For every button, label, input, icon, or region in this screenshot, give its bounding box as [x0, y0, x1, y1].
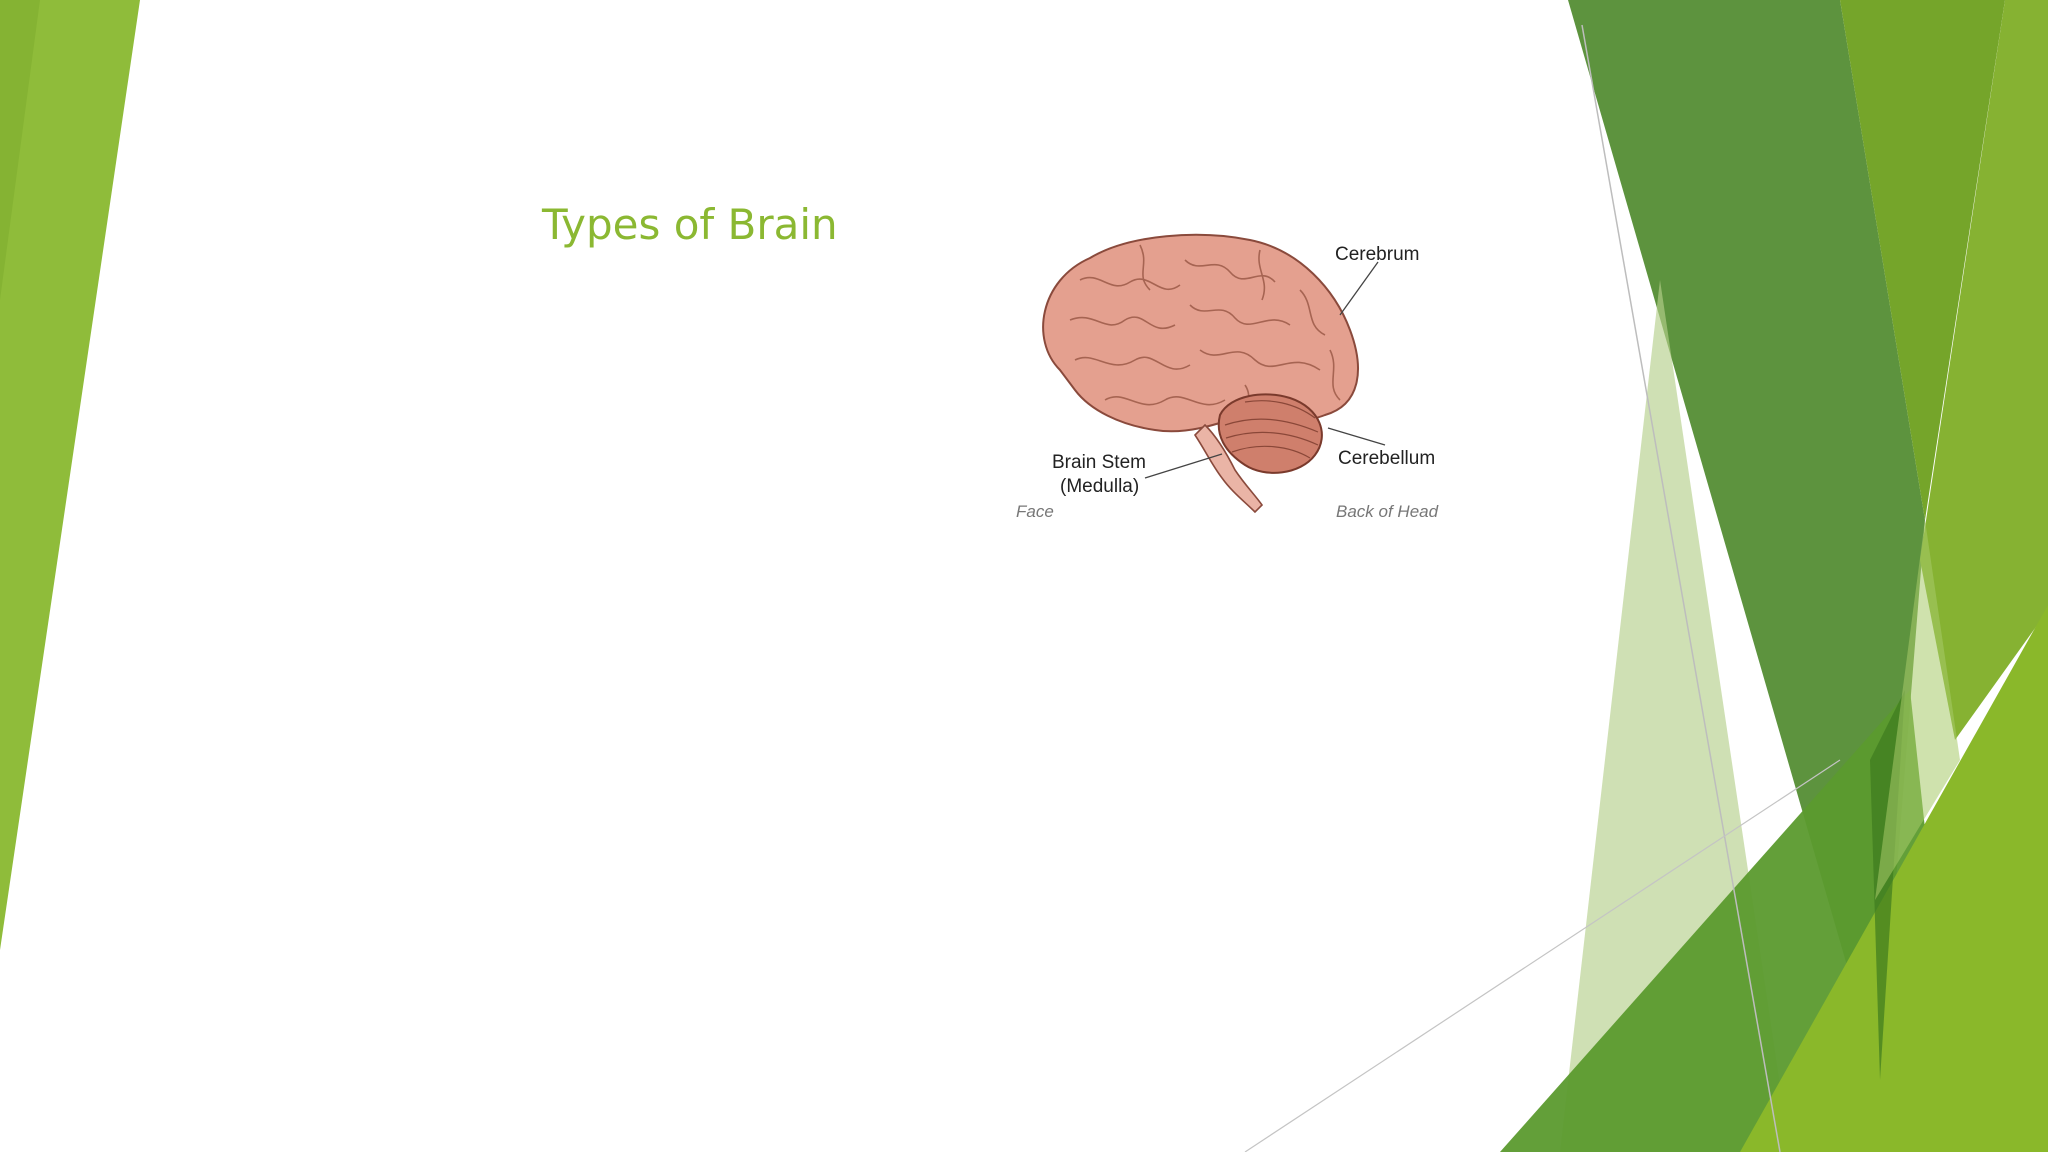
cerebellum-lines	[1224, 400, 1319, 459]
thin-diagonal-line-2	[1244, 759, 1841, 1152]
label-cerebrum: Cerebrum	[1335, 244, 1419, 265]
thin-diagonal-line-1	[1581, 24, 1781, 1152]
brain-stem-shape	[1193, 423, 1264, 514]
cerebrum-leader-line	[1339, 261, 1379, 316]
cerebellum-leader-line	[1327, 427, 1386, 446]
left-green-band-shade	[0, 0, 40, 300]
label-medulla: (Medulla)	[1060, 476, 1139, 497]
cerebrum-shape	[1042, 233, 1359, 433]
cerebellum-shape	[1217, 393, 1323, 474]
label-back-of-head: Back of Head	[1336, 502, 1439, 521]
brain-diagram-image: Cerebrum Cerebellum Brain Stem (Medulla)…	[1016, 233, 1439, 521]
right-bright-green-triangle	[1740, 605, 2048, 1152]
right-light-green-strip	[1920, 0, 2048, 740]
brain-stem-leader-line	[1144, 453, 1223, 479]
label-brain-stem: Brain Stem	[1052, 452, 1146, 473]
slide-title: Types of Brain	[542, 200, 838, 249]
label-cerebellum: Cerebellum	[1338, 448, 1435, 469]
label-face: Face	[1016, 502, 1054, 521]
right-mid-green-panel	[1840, 0, 2005, 520]
left-green-band	[0, 0, 140, 950]
right-light-inner-wedge	[1875, 520, 1960, 900]
